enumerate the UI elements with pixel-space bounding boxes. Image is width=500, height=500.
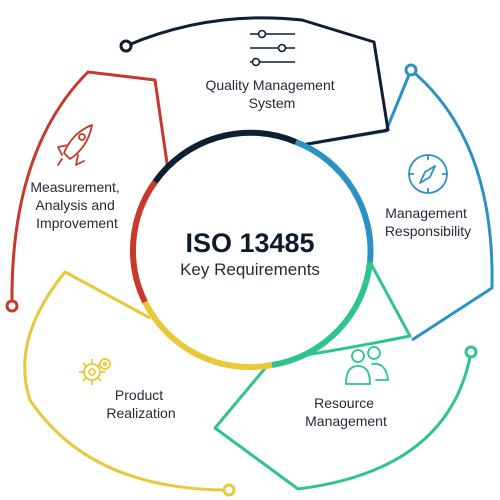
- segment-endpoint-dot: [464, 345, 478, 359]
- segment-endpoint-dot: [222, 483, 236, 497]
- segment-measurement-analysis-improvement: Measurement, Analysis and Improvement: [5, 70, 170, 313]
- rocket-icon: [57, 124, 93, 166]
- segment-outline-yellow: [23, 270, 230, 492]
- center-circle: ISO 13485 Key Requirements: [130, 129, 374, 371]
- segment-endpoint-dot: [404, 63, 418, 77]
- segment-quality-management-system: Quality Management System: [119, 16, 390, 148]
- segment-label-product: Product Realization: [106, 387, 175, 421]
- center-ring-arc-blue: [294, 139, 374, 263]
- segment-endpoint-dot: [5, 299, 19, 313]
- segment-label-measurement: Measurement, Analysis and Improvement: [30, 179, 123, 231]
- gear-icon: [79, 358, 111, 385]
- center-ring-arc-green: [271, 261, 373, 368]
- center-ring-arc-yellow: [142, 300, 273, 371]
- segment-label-management: Management Responsibility: [385, 205, 471, 239]
- segment-management-responsibility: Management Responsibility: [295, 63, 494, 342]
- segment-label-qms: Quality Management System: [205, 77, 338, 111]
- center-ring-arc-navy: [152, 129, 298, 184]
- segment-outline-blue: [295, 68, 494, 342]
- segment-outline-red: [10, 70, 170, 307]
- sliders-icon: [250, 29, 295, 67]
- segment-outline-navy: [125, 16, 390, 148]
- segment-label-resource: Resource Management: [305, 395, 387, 429]
- users-icon: [345, 346, 390, 385]
- center-ring-arc-red: [130, 180, 158, 304]
- center-title: ISO 13485: [185, 228, 314, 258]
- segment-endpoint-dot: [119, 39, 133, 53]
- center-subtitle: Key Requirements: [180, 260, 320, 279]
- segment-product-realization: Product Realization: [23, 270, 236, 497]
- segment-outline-green: [213, 261, 473, 491]
- segment-resource-management: Resource Management: [213, 261, 478, 491]
- compass-icon: [408, 154, 448, 194]
